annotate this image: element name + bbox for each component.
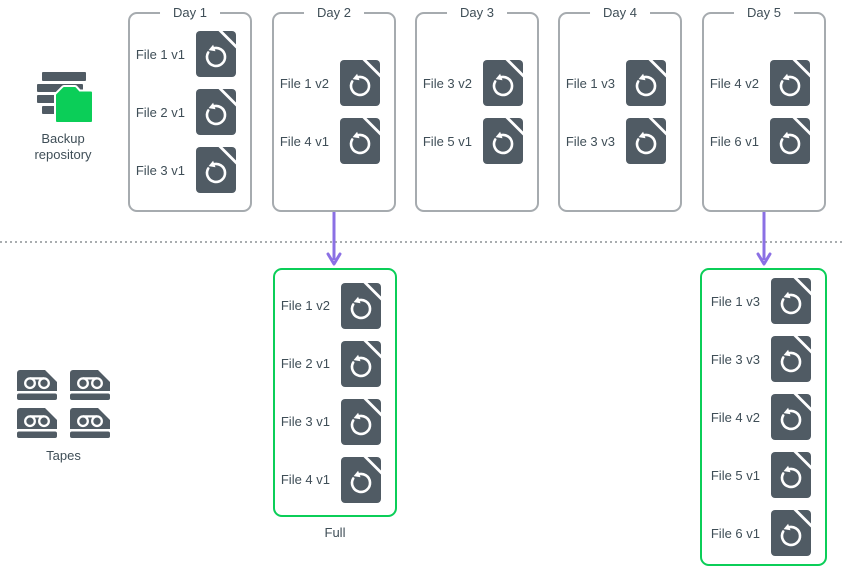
file-row: File 3 v2 <box>417 60 537 106</box>
file-label: File 5 v1 <box>422 133 472 149</box>
day-label: Day 5 <box>734 5 794 20</box>
file-label: File 1 v2 <box>280 298 330 313</box>
file-label: File 5 v1 <box>710 467 760 483</box>
file-row: File 1 v3 <box>560 60 680 106</box>
tape-backup-files: File 1 v2 File 2 v1 File 3 v1 File 4 v1 <box>275 270 395 515</box>
file-row: File 4 v1 <box>274 118 394 164</box>
file-label: File 3 v3 <box>565 133 615 149</box>
file-label: File 6 v1 <box>710 525 760 541</box>
day-files: File 1 v3 File 3 v3 <box>560 14 680 210</box>
file-row: File 2 v1 <box>130 89 250 135</box>
backup-file-icon <box>770 60 810 106</box>
tape-grid <box>17 370 110 438</box>
file-row: File 6 v1 <box>704 118 824 164</box>
day-label: Day 2 <box>304 5 364 20</box>
day-files: File 1 v2 File 4 v1 <box>274 14 394 210</box>
file-label: File 1 v1 <box>135 46 185 62</box>
tapes-label: Tapes <box>46 448 81 463</box>
file-label: File 3 v2 <box>422 75 472 91</box>
separator-dotted-line <box>0 241 843 243</box>
backup-to-tape-arrow <box>756 212 772 266</box>
file-row: File 1 v3 <box>702 278 825 324</box>
day-label: Day 1 <box>160 5 220 20</box>
backup-file-icon <box>196 31 236 77</box>
tape-backup-box: File 1 v2 File 2 v1 File 3 v1 File 4 v1 <box>273 268 397 517</box>
backup-repository: Backup repository <box>6 72 120 164</box>
tape-icon <box>70 408 110 438</box>
tape-icon <box>70 370 110 400</box>
tape-backup-files: File 1 v3 File 3 v3 File 4 v2 File 5 v1 <box>702 270 825 564</box>
backup-repository-label: Backup repository <box>34 131 92 163</box>
backup-file-icon <box>341 282 381 329</box>
file-row: File 3 v1 <box>275 398 395 445</box>
backup-file-icon <box>340 60 380 106</box>
file-row: File 3 v3 <box>560 118 680 164</box>
file-row: File 1 v2 <box>274 60 394 106</box>
file-row: File 2 v1 <box>275 340 395 387</box>
backup-file-icon <box>483 60 523 106</box>
file-label: File 1 v3 <box>565 75 615 91</box>
file-row: File 3 v3 <box>702 336 825 382</box>
backup-repository-icon <box>37 72 92 122</box>
file-label: File 3 v1 <box>280 414 330 429</box>
backup-file-icon <box>626 118 666 164</box>
file-label: File 2 v1 <box>135 104 185 120</box>
day-box: Day 2 File 1 v2 File 4 v1 <box>272 5 396 212</box>
backup-file-icon <box>341 456 381 503</box>
day-files: File 3 v2 File 5 v1 <box>417 14 537 210</box>
backup-file-icon <box>341 398 381 445</box>
backup-to-tape-arrow <box>326 212 342 266</box>
file-label: File 1 v2 <box>279 75 329 91</box>
file-label: File 3 v3 <box>710 351 760 367</box>
file-label: File 1 v3 <box>710 293 760 309</box>
backup-file-icon <box>771 510 811 556</box>
file-row: File 5 v1 <box>417 118 537 164</box>
day-label: Day 4 <box>590 5 650 20</box>
day-files: File 4 v2 File 6 v1 <box>704 14 824 210</box>
tape-backup-box: File 1 v3 File 3 v3 File 4 v2 File 5 v1 <box>700 268 827 566</box>
backup-file-icon <box>196 89 236 135</box>
backup-file-icon <box>483 118 523 164</box>
file-row: File 1 v1 <box>130 31 250 77</box>
day-label: Day 3 <box>447 5 507 20</box>
tape-icon <box>17 370 57 400</box>
backup-file-icon <box>771 394 811 440</box>
backup-file-icon <box>771 336 811 382</box>
file-row: File 6 v1 <box>702 510 825 556</box>
backup-file-icon <box>771 452 811 498</box>
file-row: File 4 v2 <box>702 394 825 440</box>
file-row: File 5 v1 <box>702 452 825 498</box>
tapes-group: Tapes <box>17 370 110 464</box>
file-label: File 4 v2 <box>709 75 759 91</box>
day-files: File 1 v1 File 2 v1 File 3 v1 <box>130 14 250 210</box>
day-box: Day 5 File 4 v2 File 6 v1 <box>702 5 826 212</box>
file-label: File 2 v1 <box>280 356 330 371</box>
day-box: Day 4 File 1 v3 File 3 v3 <box>558 5 682 212</box>
day-box: Day 3 File 3 v2 File 5 v1 <box>415 5 539 212</box>
backup-file-icon <box>196 147 236 193</box>
file-label: File 4 v1 <box>280 472 330 487</box>
file-row: File 1 v2 <box>275 282 395 329</box>
backup-file-icon <box>341 340 381 387</box>
file-label: File 4 v1 <box>279 133 329 149</box>
file-row: File 3 v1 <box>130 147 250 193</box>
file-row: File 4 v2 <box>704 60 824 106</box>
backup-file-icon <box>771 278 811 324</box>
tape-backup-label: Full <box>324 525 346 540</box>
file-label: File 3 v1 <box>135 162 185 178</box>
backup-file-icon <box>340 118 380 164</box>
day-box: Day 1 File 1 v1 File 2 v1 File 3 v1 <box>128 5 252 212</box>
tape-icon <box>17 408 57 438</box>
file-row: File 4 v1 <box>275 456 395 503</box>
file-label: File 6 v1 <box>709 133 759 149</box>
backup-file-icon <box>770 118 810 164</box>
backup-file-icon <box>626 60 666 106</box>
file-label: File 4 v2 <box>710 409 760 425</box>
